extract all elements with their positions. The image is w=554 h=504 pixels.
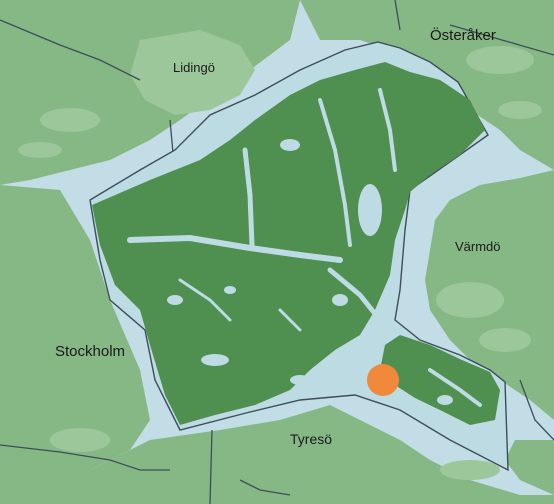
- lake: [201, 354, 229, 366]
- label-tyreso: Tyresö: [290, 431, 332, 447]
- island: [479, 328, 531, 352]
- channel: [278, 308, 302, 332]
- island: [440, 460, 500, 480]
- label-osteraker: Österåker: [430, 26, 496, 44]
- land-lidingo: [130, 30, 255, 115]
- channel: [378, 88, 397, 172]
- place-labels: Österåker Lidingö Värmdö Stockholm Tyres…: [55, 26, 501, 447]
- islands-group: [18, 46, 542, 480]
- park-main: [92, 62, 485, 425]
- lake: [290, 375, 310, 385]
- land-west: [0, 185, 150, 470]
- island: [50, 428, 110, 452]
- lake: [280, 139, 300, 151]
- label-lidingo: Lidingö: [173, 60, 215, 75]
- channel: [127, 234, 343, 263]
- channel: [178, 278, 232, 322]
- channel: [327, 267, 383, 323]
- channel: [428, 368, 482, 407]
- channel: [318, 98, 352, 247]
- border-line: [0, 444, 170, 471]
- lake: [224, 286, 236, 294]
- lakes-group: [167, 139, 453, 405]
- nature-reserve: [92, 62, 500, 425]
- island: [40, 108, 100, 132]
- lake: [167, 295, 183, 305]
- border-line: [394, 0, 401, 31]
- lake: [437, 395, 453, 405]
- label-varmdo: Värmdö: [455, 239, 501, 254]
- island: [498, 101, 542, 119]
- border-line: [209, 429, 213, 504]
- island: [18, 142, 62, 158]
- border-line: [0, 19, 141, 81]
- lake: [332, 294, 348, 306]
- label-stockholm: Stockholm: [55, 343, 125, 360]
- land-south: [0, 405, 554, 504]
- lake: [358, 184, 382, 236]
- border-line: [239, 479, 291, 496]
- land-southeast: [505, 440, 554, 495]
- island: [436, 282, 504, 318]
- island: [466, 46, 534, 74]
- border-line: [519, 379, 554, 441]
- land-north: [300, 0, 554, 170]
- water-channels: [127, 88, 482, 407]
- location-dot-icon[interactable]: [367, 364, 399, 396]
- border-line: [449, 24, 554, 56]
- park-southeast: [380, 335, 500, 425]
- channel: [242, 147, 255, 248]
